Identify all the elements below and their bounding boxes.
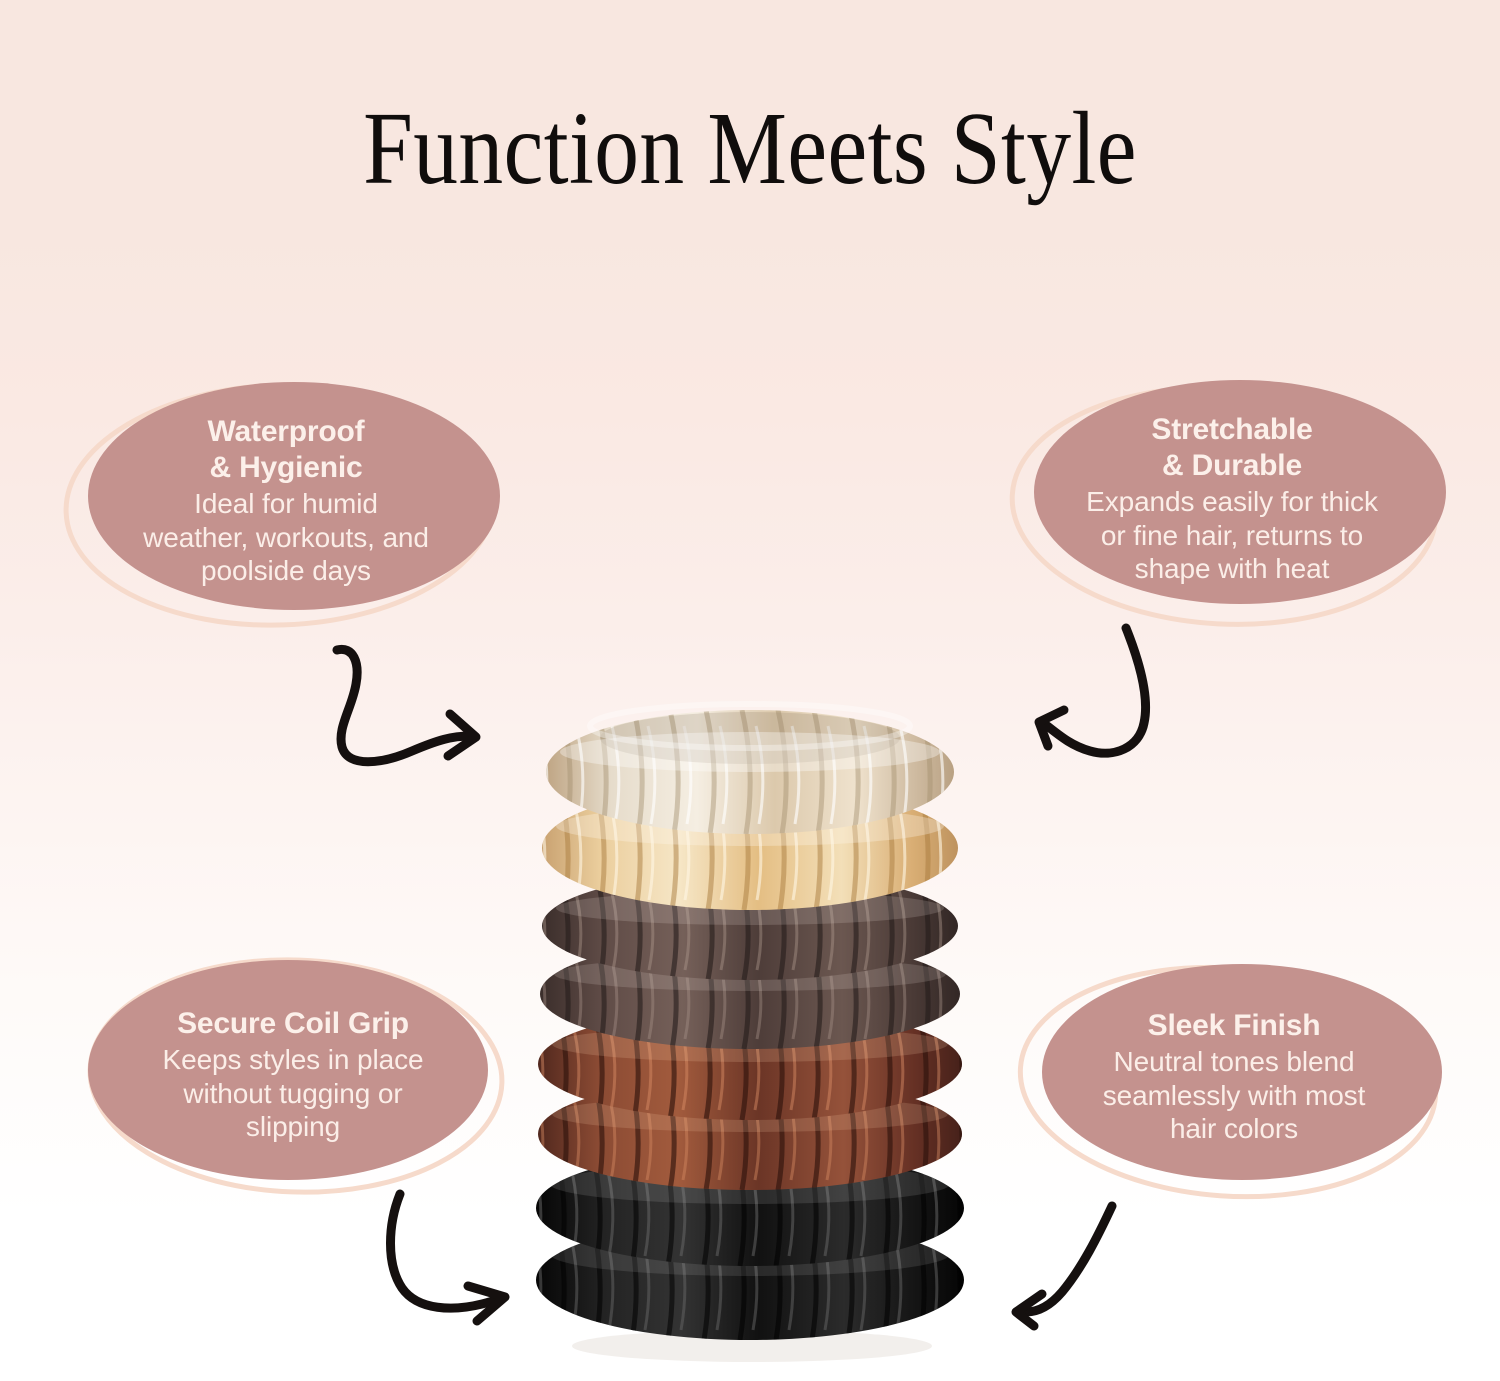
bubble-fill — [1034, 380, 1446, 604]
callout-body: Keeps styles in place without tugging or… — [162, 1044, 424, 1143]
bubble-fill — [88, 960, 488, 1180]
arrow-top-left-icon — [332, 644, 481, 767]
callout-heading: Stretchable & Durable — [1151, 413, 1313, 482]
callout-heading: Waterproof & Hygienic — [207, 415, 365, 484]
bubble-fill — [88, 382, 500, 610]
callout-waterproof[interactable]: Waterproof & Hygienic Ideal for humid we… — [62, 370, 510, 632]
callout-stretchable[interactable]: Stretchable & Durable Expands easily for… — [1008, 368, 1456, 630]
product-image-coil-stack — [500, 408, 1000, 1368]
callout-body: Ideal for humid weather, workouts, and p… — [143, 488, 429, 587]
bubble-fill — [1042, 964, 1442, 1180]
callout-sleek-finish[interactable]: Sleek Finish Neutral tones blend seamles… — [1016, 952, 1452, 1202]
callout-heading: Sleek Finish — [1147, 1008, 1321, 1042]
callout-heading: Secure Coil Grip — [177, 1006, 409, 1040]
callout-body: Expands easily for thick or fine hair, r… — [1086, 486, 1378, 585]
callout-secure-coil-grip[interactable]: Secure Coil Grip Keeps styles in place w… — [78, 950, 508, 1200]
page-title: Function Meets Style — [363, 91, 1137, 206]
coil-ring-1 — [546, 701, 954, 834]
arrow-bottom-left-icon — [386, 1189, 510, 1326]
arrow-top-right-icon — [1034, 623, 1151, 758]
arrow-bottom-right-icon — [1011, 1201, 1117, 1331]
callout-body: Neutral tones blend seamlessly with most… — [1102, 1046, 1366, 1145]
